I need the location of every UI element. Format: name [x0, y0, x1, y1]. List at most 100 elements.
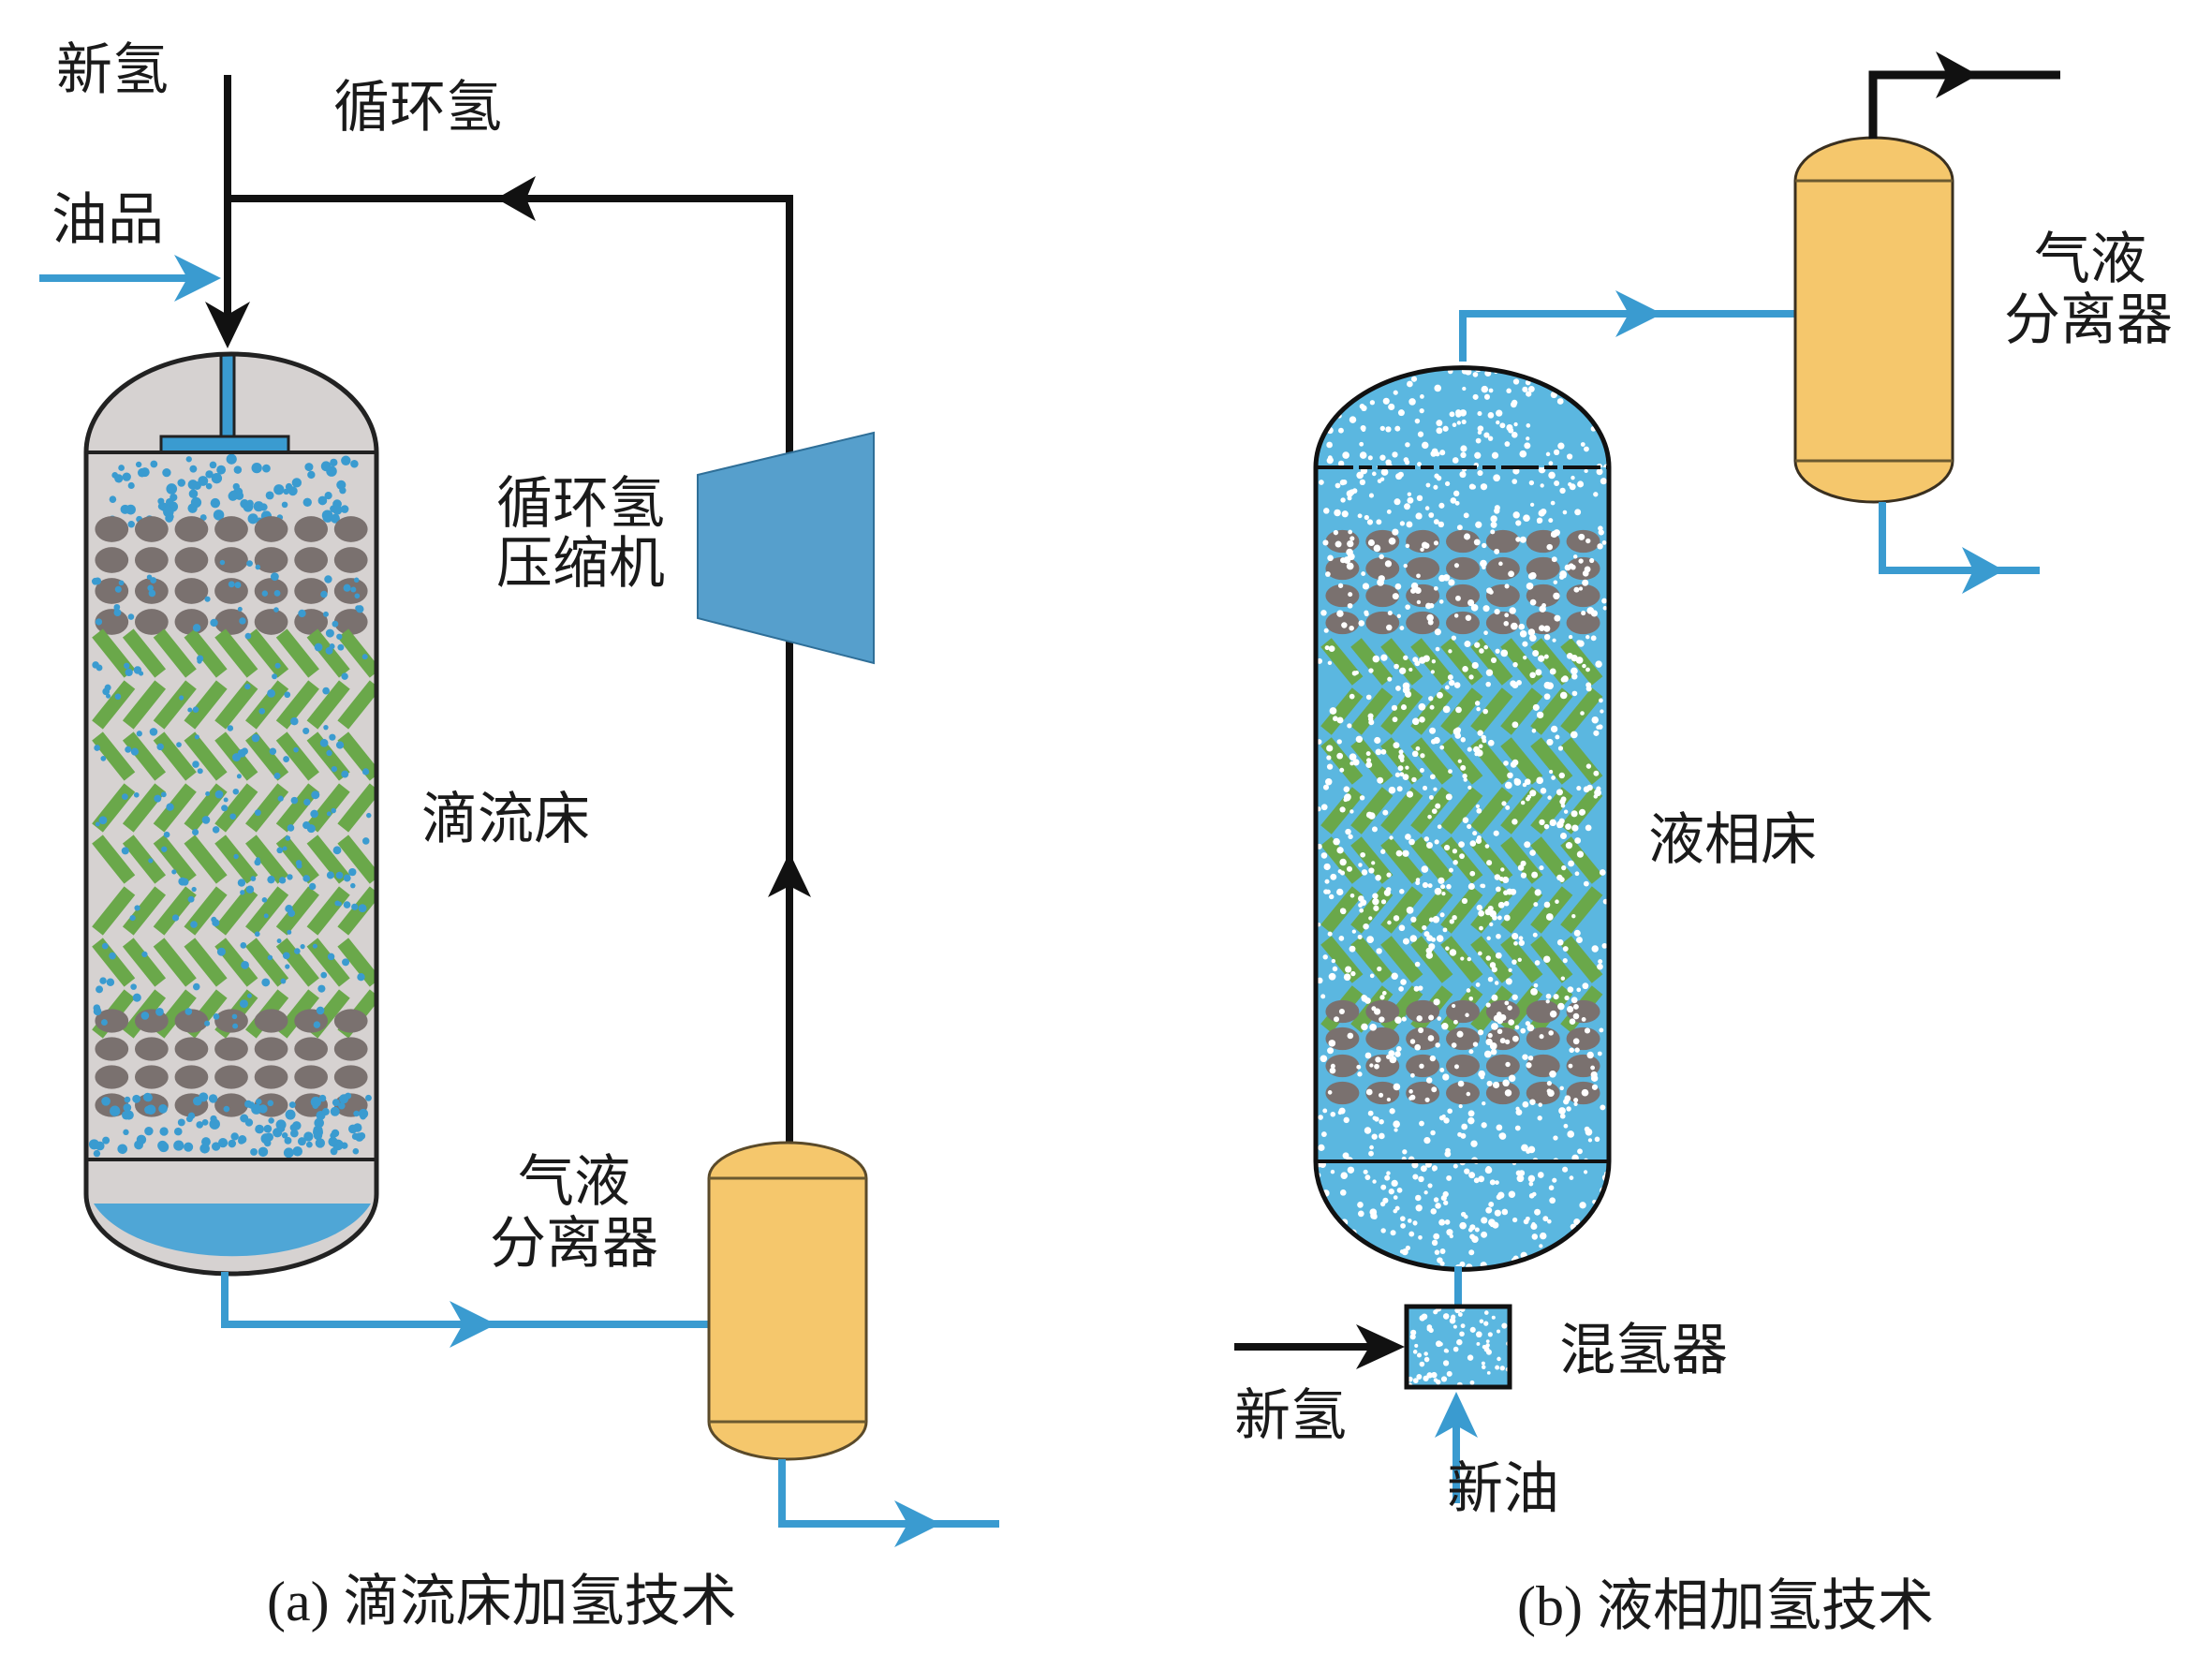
bubble-dot	[1433, 787, 1438, 791]
bubble-dot	[1400, 1223, 1406, 1229]
bubble-dot	[1357, 1210, 1364, 1218]
bubble-dot	[101, 1096, 111, 1106]
bubble-dot	[1441, 1023, 1449, 1030]
bubble-dot	[1543, 625, 1551, 632]
bubble-dot	[1347, 539, 1354, 548]
bubble-dot	[1557, 746, 1564, 751]
bubble-dot	[1571, 824, 1579, 832]
bubble-dot	[1323, 508, 1330, 514]
bubble-dot	[1571, 690, 1578, 697]
bubble-dot	[1579, 808, 1586, 816]
catalyst-chevron	[92, 938, 136, 987]
bubble-dot	[273, 607, 279, 613]
bubble-dot	[1369, 400, 1376, 406]
catalyst-chevron	[214, 834, 258, 884]
bubble-dot	[1364, 997, 1371, 1004]
bubble-dot	[1577, 1148, 1583, 1155]
bubble-dot	[1521, 1144, 1528, 1152]
bubble-dot	[216, 465, 227, 475]
bubble-dot	[1473, 746, 1481, 753]
bubble-dot	[1567, 1130, 1575, 1138]
bubble-dot	[1327, 660, 1333, 666]
bubble-dot	[347, 1124, 358, 1134]
bubble-dot	[1386, 1171, 1391, 1175]
catalyst-chevron	[1380, 638, 1423, 686]
bubble-dot	[350, 882, 356, 889]
bubble-dot	[1427, 619, 1434, 626]
bubble-dot	[1592, 400, 1600, 408]
bubble-dot	[1486, 1370, 1491, 1375]
bubble-dot	[1495, 886, 1501, 893]
bubble-dot	[150, 577, 157, 583]
bubble-dot	[1373, 544, 1381, 553]
bubble-dot	[1453, 1163, 1458, 1169]
bubble-dot	[1584, 566, 1591, 573]
bubble-dot	[1585, 634, 1590, 640]
arrowhead-right-icon	[1356, 1324, 1405, 1369]
bubble-dot	[1371, 861, 1376, 865]
bubble-dot	[133, 791, 140, 798]
bubble-dot	[1382, 1197, 1389, 1204]
bubble-dot	[232, 788, 240, 795]
catalyst-chevron	[1530, 886, 1573, 934]
separator-b-gas-outlet	[1868, 52, 2060, 139]
bubble-dot	[1392, 528, 1399, 536]
bubble-dot	[1550, 725, 1558, 733]
bubble-dot	[1563, 1123, 1569, 1129]
bubble-dot	[1386, 872, 1392, 878]
bubble-dot	[350, 459, 359, 468]
bubble-dot	[1487, 1032, 1493, 1039]
bubble-dot	[1493, 830, 1499, 836]
catalyst-ball	[1325, 1081, 1360, 1105]
bubble-dot	[165, 497, 174, 507]
bubble-dot	[1367, 1110, 1374, 1116]
bubble-dot	[213, 510, 225, 521]
bubble-dot	[1417, 462, 1422, 467]
bubble-dot	[246, 499, 254, 508]
bubble-dot	[1515, 1109, 1523, 1116]
bubble-dot	[1459, 1221, 1467, 1230]
bubble-dot	[1585, 667, 1590, 672]
bubble-dot	[1439, 1248, 1446, 1254]
bubble-dot	[1394, 1205, 1400, 1211]
bubble-dot	[1416, 495, 1423, 502]
bubble-dot	[1484, 908, 1492, 916]
bubble-dot	[1323, 1219, 1331, 1226]
bubble-dot	[1534, 960, 1541, 966]
bubble-dot	[1412, 1174, 1419, 1180]
bubble-dot	[335, 871, 344, 879]
bubble-dot	[1375, 748, 1382, 756]
bubble-dot	[1336, 847, 1344, 854]
bubble-dot	[1359, 908, 1364, 913]
catalyst-ball	[1406, 611, 1440, 635]
bubble-dot	[1396, 786, 1403, 792]
bubble-dot	[1559, 691, 1568, 700]
bubble-dot	[1591, 1084, 1599, 1090]
bubble-dot	[1495, 1180, 1499, 1185]
bubble-dot	[280, 978, 287, 984]
bubble-dot	[1381, 991, 1387, 996]
bubble-dot	[258, 707, 266, 715]
bubble-dot	[284, 1136, 292, 1145]
bubble-dot	[1389, 1108, 1395, 1115]
catalyst-chevron	[153, 680, 197, 730]
arrowhead-right-icon	[174, 255, 221, 302]
bubble-dot	[1490, 515, 1497, 523]
bubble-dot	[121, 847, 129, 855]
bubble-dot	[189, 465, 198, 473]
bubble-dot	[1424, 1097, 1430, 1102]
bubble-dot	[1518, 623, 1526, 630]
bubble-dot	[1515, 520, 1522, 526]
bubble-dot	[1340, 557, 1347, 564]
bubble-dot	[285, 482, 293, 491]
bubble-dot	[1501, 1322, 1508, 1329]
bubble-dot	[1438, 1341, 1443, 1347]
bubble-dot	[1466, 988, 1471, 993]
bubble-dot	[150, 460, 158, 468]
bubble-dot	[1500, 867, 1505, 872]
catalyst-ball	[1526, 611, 1560, 635]
bubble-dot	[149, 728, 158, 736]
bubble-dot	[233, 853, 239, 860]
bubble-dot	[1433, 585, 1438, 591]
bubble-dot	[190, 921, 198, 928]
